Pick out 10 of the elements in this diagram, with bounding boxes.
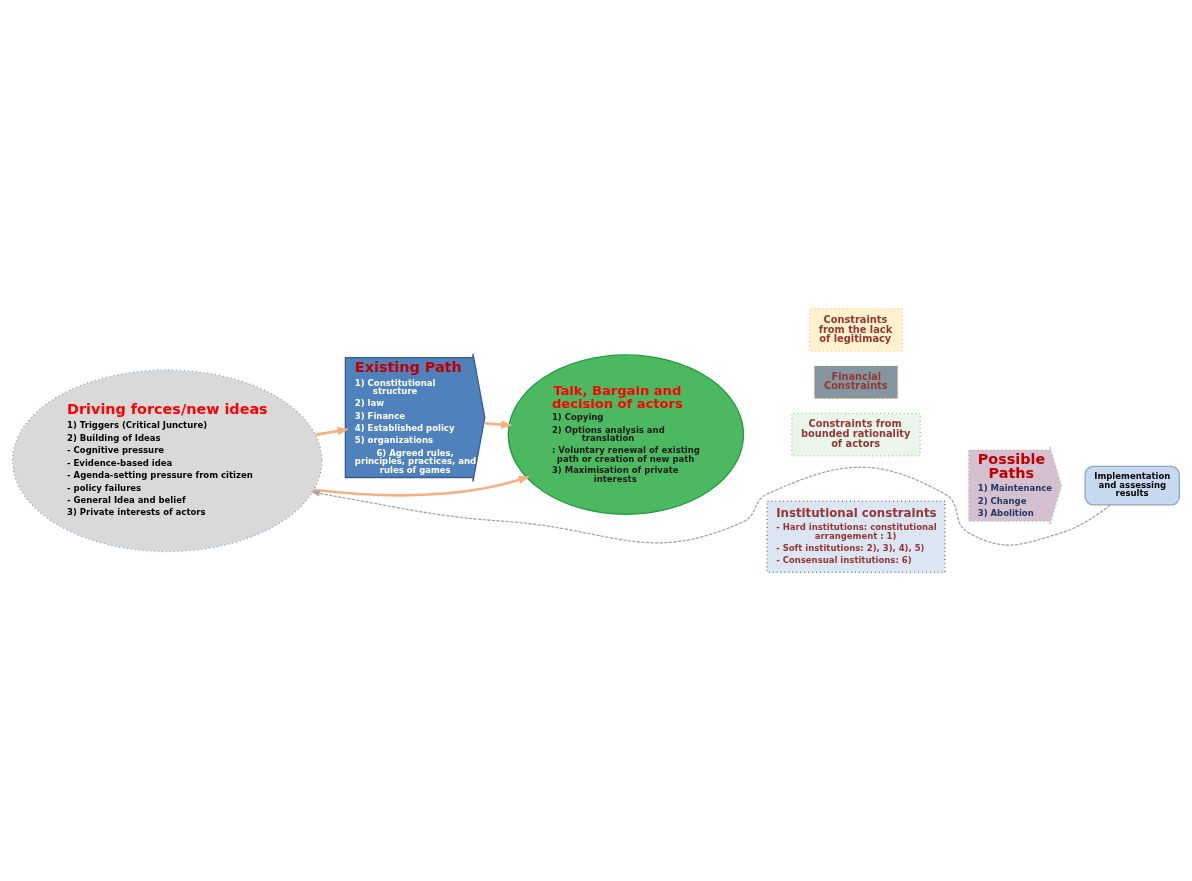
node-box: Constraints from the lack of legitimacy <box>808 307 904 352</box>
node-box: Constraints from bounded rationality of actors <box>791 412 921 457</box>
arrow <box>484 420 513 429</box>
node-box: Implementation and assessing results <box>1084 465 1180 506</box>
node-ellipse: Talk, Bargain and decision of actors 1) Copying 2) Options analysis and translation : Voluntary renewal of existing path or creation of new path 3) Maximisation of private interests <box>507 354 745 515</box>
arrow <box>313 475 531 497</box>
arrow <box>310 466 1111 546</box>
node-box: Financial Constraints <box>813 365 899 400</box>
node-box: Institutional constraints - Hard institutions: constitutional arrangement : 1) - Soft institutions: 2), 3), 4), 5) - Consensual institutions: 6) <box>766 500 946 574</box>
arrow <box>315 426 350 437</box>
